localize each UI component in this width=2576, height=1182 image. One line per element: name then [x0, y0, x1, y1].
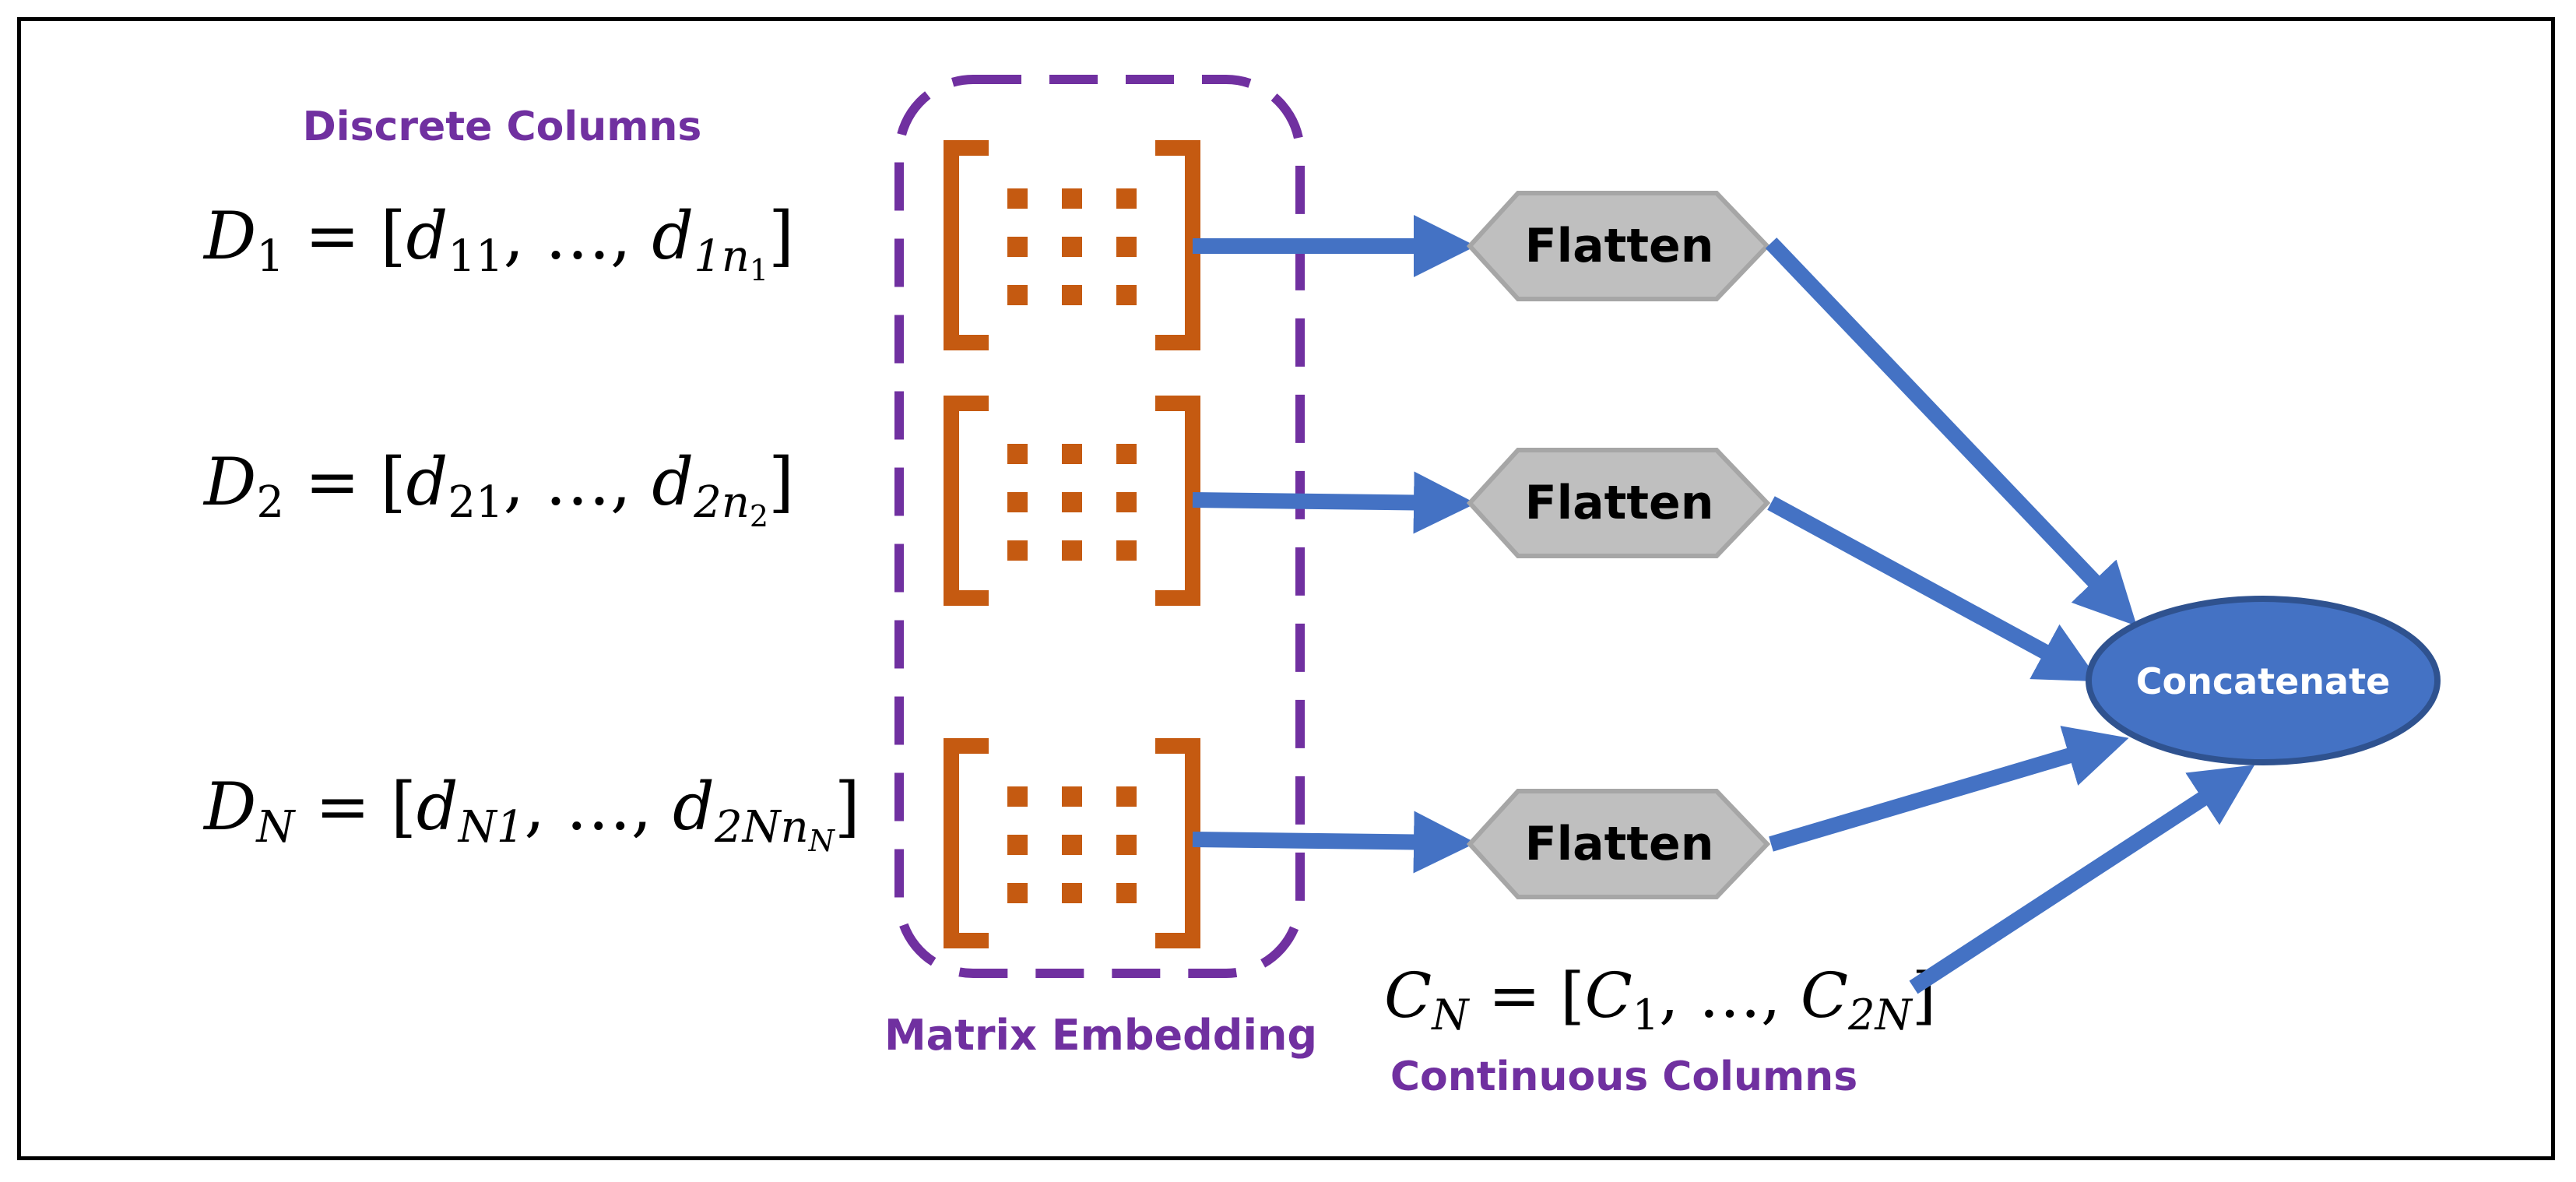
matrix-embedding-label: Matrix Embedding	[884, 1011, 1317, 1060]
equation-d2: D2 = [d21, …, d2n2]	[202, 444, 794, 533]
eq-d1-b-subsub: 1	[750, 253, 768, 287]
eq-dn-mid: , …,	[524, 769, 673, 845]
eq-cn-mid: , …,	[1659, 959, 1801, 1032]
flatten-label: Flatten	[1525, 817, 1714, 871]
arrow-matrix-to-flatten	[1192, 811, 1476, 874]
flatten-node: Flatten	[1466, 448, 1771, 558]
discrete-columns-label: Discrete Columns	[303, 104, 702, 150]
eq-cn-a: C	[1585, 959, 1632, 1032]
eq-dn-a-sub: N1	[457, 802, 525, 853]
eq-d1-lhs: D	[202, 198, 256, 274]
flatten-node: Flatten	[1466, 191, 1771, 301]
eq-d2-a-sub: 21	[448, 477, 503, 528]
eq-d2-b-sub: 2n	[693, 477, 750, 528]
arrow-flatten-to-concatenate	[1765, 237, 2137, 627]
eq-d2-b: d	[652, 444, 694, 520]
flatten-node: Flatten	[1466, 789, 1771, 899]
eq-cn-lhs-sub: N	[1430, 990, 1470, 1040]
eq-dn-b-subsub: N	[808, 824, 836, 858]
flatten-label: Flatten	[1525, 476, 1714, 530]
eq-dn-eq: = [	[294, 769, 416, 845]
arrow-matrix-to-flatten	[1192, 471, 1476, 534]
matrix-icon	[944, 738, 1200, 948]
eq-cn-b: C	[1801, 959, 1848, 1032]
eq-d2-mid: , …,	[504, 444, 652, 520]
continuous-columns-label: Continuous Columns	[1390, 1054, 1857, 1100]
matrix-icon	[944, 140, 1200, 350]
flatten-label: Flatten	[1525, 219, 1714, 273]
concatenate-node: Concatenate	[2086, 596, 2441, 765]
eq-d1-b-sub: 1n	[694, 231, 750, 282]
eq-dn-lhs-sub: N	[255, 802, 296, 853]
concatenate-label: Concatenate	[2136, 660, 2391, 702]
eq-d2-lhs: D	[202, 444, 256, 520]
matrix-icon	[944, 396, 1200, 606]
eq-cn-a-sub: 1	[1632, 990, 1659, 1040]
eq-cn-b-sub: 2N	[1847, 990, 1913, 1040]
arrow-flatten-to-concatenate	[1769, 726, 2129, 852]
equation-dn: DN = [dN1, …, d2NnN]	[202, 769, 860, 858]
eq-d1-lhs-sub: 1	[256, 231, 284, 282]
eq-d1-a-sub: 11	[448, 231, 503, 282]
eq-d1-eq: = [	[284, 198, 406, 274]
eq-d2-close: ]	[768, 444, 794, 520]
equation-cn: CN = [C1, …, C2N]	[1384, 959, 1936, 1040]
eq-dn-a: d	[416, 769, 459, 845]
equation-d1: D1 = [d11, …, d1n1]	[202, 198, 794, 287]
arrow-continuous-to-concatenate	[1909, 765, 2255, 994]
eq-d1-b: d	[652, 198, 694, 274]
eq-d2-b-subsub: 2	[750, 499, 768, 533]
arrow-flatten-to-concatenate	[1767, 496, 2100, 682]
eq-d1-mid: , …,	[504, 198, 652, 274]
eq-dn-b: d	[673, 769, 715, 845]
eq-dn-lhs: D	[202, 769, 256, 845]
eq-d2-lhs-sub: 2	[256, 477, 284, 528]
eq-dn-close: ]	[835, 769, 860, 845]
eq-d2-a: d	[406, 444, 448, 520]
eq-d2-eq: = [	[284, 444, 406, 520]
eq-dn-b-sub: 2Nn	[714, 802, 809, 853]
eq-d1-a: d	[406, 198, 448, 274]
eq-cn-eq: = [	[1468, 959, 1584, 1032]
eq-cn-lhs: C	[1384, 959, 1432, 1032]
eq-d1-close: ]	[768, 198, 794, 274]
